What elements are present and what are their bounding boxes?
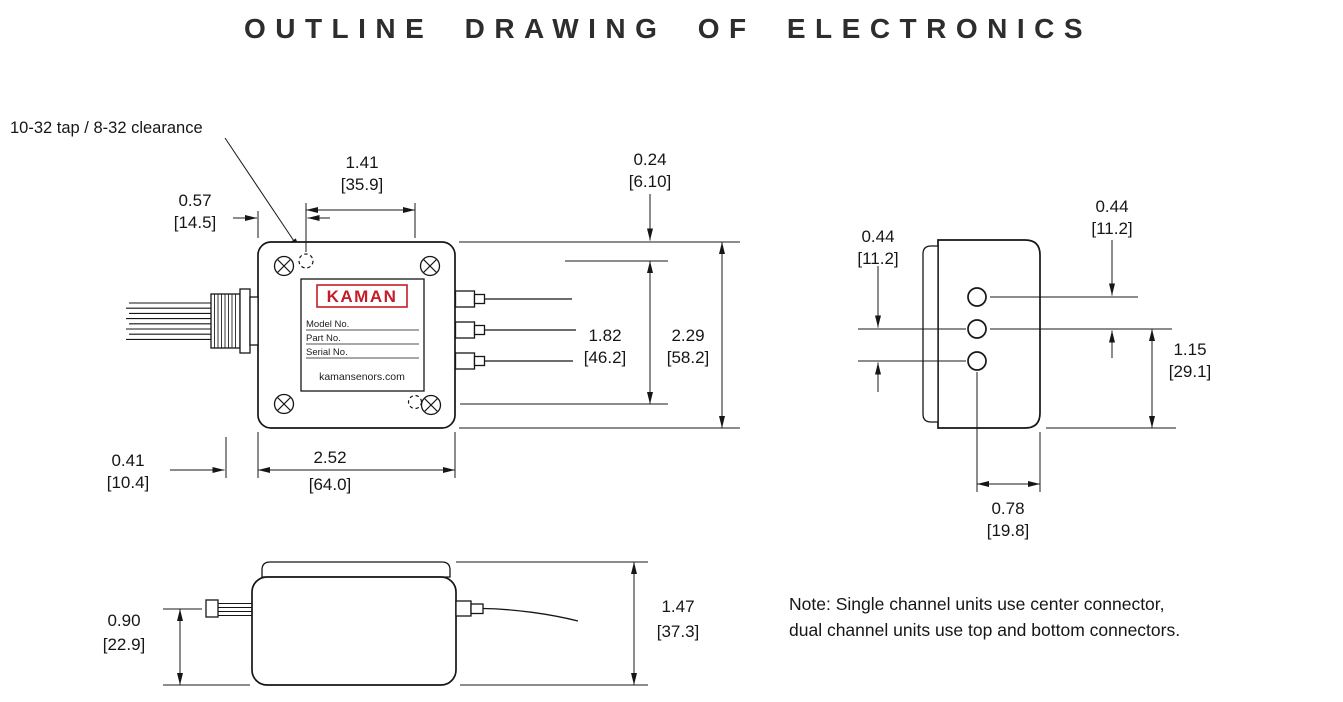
dim-front-top-to-hole: 0.24 [6.10]: [629, 150, 672, 241]
corner-screw-bottom-left: [273, 393, 295, 415]
svg-text:0.57: 0.57: [178, 191, 211, 210]
connector-neck: [249, 296, 259, 346]
connector-collar: [239, 288, 251, 354]
svg-text:[14.5]: [14.5]: [174, 213, 217, 232]
bottom-lid: [261, 561, 451, 578]
svg-text:[19.8]: [19.8]: [987, 521, 1030, 540]
dim-front-edge-to-hole: 0.57 [14.5]: [174, 191, 330, 252]
dim-bottom-height: 1.47 [37.3]: [456, 561, 700, 686]
dim-side-hole-spacing-left: 0.44 [11.2]: [857, 227, 966, 392]
svg-text:1.15: 1.15: [1173, 340, 1206, 359]
svg-text:1.47: 1.47: [661, 597, 694, 616]
note-line-1: Note: Single channel units use center co…: [789, 594, 1165, 614]
mounting-hole-top: [298, 253, 314, 269]
svg-text:[6.10]: [6.10]: [629, 172, 672, 191]
svg-text:1.82: 1.82: [588, 326, 621, 345]
connector-hole-top: [967, 287, 987, 307]
svg-text:[64.0]: [64.0]: [309, 475, 352, 494]
corner-screw-bottom-right: [420, 394, 442, 416]
svg-text:0.44: 0.44: [1095, 197, 1128, 216]
side-body: [937, 239, 1041, 429]
cable-bundle: [126, 302, 211, 340]
bottom-right-connector: [455, 600, 579, 622]
svg-text:[10.4]: [10.4]: [107, 473, 150, 492]
side-lid-flange: [922, 245, 939, 423]
svg-text:[37.3]: [37.3]: [657, 622, 700, 641]
note-block: Note: Single channel units use center co…: [789, 594, 1180, 640]
label-part-field: Part No.: [306, 333, 341, 344]
dim-front-hole-span-x: 1.41 [35.9]: [306, 153, 416, 238]
label-website: kamansenors.com: [319, 371, 405, 383]
note-line-2: dual channel units use top and bottom co…: [789, 620, 1180, 640]
dim-side-hole-to-base: 1.15 [29.1]: [1046, 329, 1212, 429]
pin-connector-bottom: [454, 352, 573, 370]
bottom-body: [251, 576, 457, 686]
connector-wire: [482, 607, 579, 622]
svg-text:[35.9]: [35.9]: [341, 175, 384, 194]
corner-screw-top-right: [419, 255, 441, 277]
dim-bottom-connector-to-base: 0.90 [22.9]: [103, 608, 250, 686]
product-label: KAMAN Model No. Part No. Serial No. kama…: [300, 278, 425, 392]
svg-text:[58.2]: [58.2]: [667, 348, 710, 367]
dim-front-width: 2.52 [64.0]: [257, 432, 456, 494]
svg-text:[11.2]: [11.2]: [857, 249, 898, 268]
connector-hole-center: [967, 319, 987, 339]
svg-text:0.90: 0.90: [107, 611, 140, 630]
svg-text:[11.2]: [11.2]: [1091, 219, 1132, 238]
label-serial-field: Serial No.: [306, 347, 348, 358]
svg-text:[29.1]: [29.1]: [1169, 362, 1212, 381]
dim-front-connector-offset: 0.41 [10.4]: [107, 437, 227, 492]
front-view: KAMAN Model No. Part No. Serial No. kama…: [126, 241, 576, 429]
brand-logo-box: [316, 284, 408, 308]
svg-text:2.52: 2.52: [313, 448, 346, 467]
pin-connector-center: [454, 321, 576, 339]
label-outline: [300, 278, 425, 392]
svg-text:[22.9]: [22.9]: [103, 635, 146, 654]
svg-text:[46.2]: [46.2]: [584, 348, 627, 367]
corner-screw-top-left: [273, 255, 295, 277]
dim-front-height: 2.29 [58.2]: [459, 241, 740, 429]
svg-text:0.44: 0.44: [861, 227, 894, 246]
label-model-field: Model No.: [306, 319, 349, 330]
svg-text:2.29: 2.29: [671, 326, 704, 345]
svg-text:1.41: 1.41: [345, 153, 378, 172]
dim-front-hole-span-y: 1.82 [46.2]: [460, 260, 668, 405]
page-title: OUTLINE DRAWING OF ELECTRONICS: [244, 13, 1092, 44]
tap-clearance-callout: 10-32 tap / 8-32 clearance: [10, 119, 301, 251]
dim-side-hole-spacing-right: 0.44 [11.2]: [990, 197, 1172, 358]
bottom-left-connector: [205, 599, 252, 618]
side-view: [922, 239, 1041, 429]
threaded-connector: [210, 288, 259, 354]
pin-connector-top: [454, 290, 572, 308]
svg-text:0.24: 0.24: [633, 150, 666, 169]
svg-text:0.78: 0.78: [991, 499, 1024, 518]
mounting-hole-bottom: [407, 394, 423, 410]
callout-leader-line: [224, 137, 301, 251]
callout-text: 10-32 tap / 8-32 clearance: [10, 119, 203, 137]
svg-text:0.41: 0.41: [111, 451, 144, 470]
connector-hole-bottom: [967, 351, 987, 371]
bottom-view: [205, 561, 579, 686]
brand-logo-text: KAMAN: [327, 287, 398, 306]
dim-side-hole-to-edge: 0.78 [19.8]: [976, 372, 1041, 540]
